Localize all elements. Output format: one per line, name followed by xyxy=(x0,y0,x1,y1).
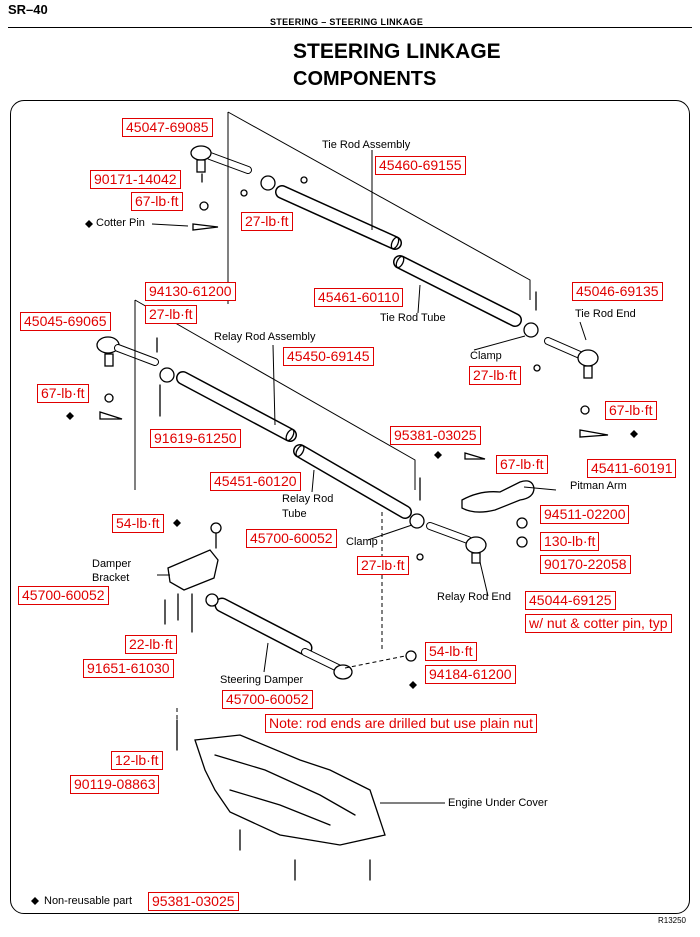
label-non-reusable: Non-reusable part xyxy=(44,895,133,907)
engine-under-cover-shape xyxy=(176,719,386,881)
callout-torque-27-b: 27-lb·ft xyxy=(145,305,197,324)
callout-part-45700-60052-c: 45700-60052 xyxy=(222,690,313,709)
label-damper-bracket-line1: Damper xyxy=(92,558,132,570)
callout-part-45461-60110: 45461-60110 xyxy=(314,288,404,307)
callout-torque-67-d: 67-lb·ft xyxy=(496,455,548,474)
callout-part-90171-14042: 90171-14042 xyxy=(90,170,181,189)
callout-part-45044-69125: 45044-69125 xyxy=(525,591,616,610)
tie-rod-tube-upper xyxy=(275,185,402,250)
page-title: STEERING LINKAGE xyxy=(293,40,501,63)
relay-rod-tube-upper xyxy=(176,371,297,442)
cotter-pin-3 xyxy=(579,429,609,438)
damper-bracket xyxy=(164,522,222,633)
callout-part-94184-61200: 94184-61200 xyxy=(425,665,516,684)
callout-part-45460-69155: 45460-69155 xyxy=(375,156,466,175)
label-engine-under-cover: Engine Under Cover xyxy=(448,797,548,809)
label-relay-rod-assembly: Relay Rod Assembly xyxy=(214,331,316,343)
callout-part-91651-61030: 91651-61030 xyxy=(83,659,174,678)
callout-part-45047-69085: 45047-69085 xyxy=(122,118,213,137)
callout-torque-67-c: 67-lb·ft xyxy=(605,401,657,420)
label-cotter-pin: Cotter Pin xyxy=(96,217,145,229)
callout-note-nut-cotter: w/ nut & cotter pin, typ xyxy=(525,614,672,633)
page-subtitle: COMPONENTS xyxy=(293,68,437,90)
callout-part-95381-03025-a: 95381-03025 xyxy=(390,426,481,445)
callout-part-91619-61250: 91619-61250 xyxy=(150,429,241,448)
callout-part-90170-22058: 90170-22058 xyxy=(540,555,631,574)
callout-note-rod-ends: Note: rod ends are drilled but use plain… xyxy=(265,714,537,733)
label-relay-rod-tube-line1: Relay Rod xyxy=(282,493,334,505)
label-tie-rod-tube: Tie Rod Tube xyxy=(380,312,446,324)
label-clamp-1: Clamp xyxy=(470,350,502,362)
callout-part-45451-60120: 45451-60120 xyxy=(210,472,301,491)
steering-damper xyxy=(205,593,417,680)
callout-torque-22: 22-lb·ft xyxy=(125,635,177,654)
figure-code: R13250 xyxy=(657,916,686,925)
diagram-panel xyxy=(10,100,690,914)
callout-part-94511-02200: 94511-02200 xyxy=(540,505,630,524)
callout-part-45046-69135: 45046-69135 xyxy=(572,282,663,301)
callout-part-95381-03025-b: 95381-03025 xyxy=(148,892,239,911)
page-id: SR–40 xyxy=(8,2,48,17)
label-pitman-arm: Pitman Arm xyxy=(570,480,627,492)
callout-torque-67-a: 67-lb·ft xyxy=(131,192,183,211)
callout-torque-27-d: 27-lb·ft xyxy=(357,556,409,575)
tie-rod-end-right xyxy=(523,291,599,415)
callout-torque-27-c: 27-lb·ft xyxy=(469,366,521,385)
callout-part-45411-60191: 45411-60191 xyxy=(587,459,677,478)
relay-rod-tube-lower xyxy=(293,444,412,519)
section-heading: STEERING – STEERING LINKAGE xyxy=(270,17,424,27)
cotter-pin-2 xyxy=(99,411,123,420)
label-relay-rod-end: Relay Rod End xyxy=(437,591,511,603)
callout-torque-54-a: 54-lb·ft xyxy=(112,514,164,533)
callout-part-45045-69065: 45045-69065 xyxy=(20,312,111,331)
callout-torque-67-b: 67-lb·ft xyxy=(37,384,89,403)
header-rule xyxy=(8,27,692,28)
cotter-pin-4 xyxy=(464,452,486,460)
label-clamp-2: Clamp xyxy=(346,536,378,548)
tie-rod-end-left xyxy=(190,145,308,211)
callout-torque-130: 130-lb·ft xyxy=(540,532,600,551)
label-damper-bracket-line2: Bracket xyxy=(92,572,130,584)
label-tie-rod-assembly: Tie Rod Assembly xyxy=(322,139,411,151)
callout-part-45700-60052-a: 45700-60052 xyxy=(246,529,337,548)
callout-torque-54-b: 54-lb·ft xyxy=(425,642,477,661)
callout-part-94130-61200: 94130-61200 xyxy=(145,282,236,301)
callout-part-45450-69145: 45450-69145 xyxy=(283,347,374,366)
relay-rod-end-right xyxy=(409,477,487,564)
cotter-pin-1 xyxy=(192,223,219,231)
label-tie-rod-end: Tie Rod End xyxy=(575,308,636,320)
callout-torque-27-a: 27-lb·ft xyxy=(241,212,293,231)
callout-torque-12: 12-lb·ft xyxy=(111,751,163,770)
tie-rod-tube-lower xyxy=(393,255,522,327)
label-relay-rod-tube-line2: Tube xyxy=(282,508,307,520)
callout-part-45700-60052-b: 45700-60052 xyxy=(18,586,109,605)
label-steering-damper: Steering Damper xyxy=(220,674,304,686)
callout-part-90119-08863: 90119-08863 xyxy=(70,775,160,794)
relay-rod-end-left xyxy=(96,336,175,417)
